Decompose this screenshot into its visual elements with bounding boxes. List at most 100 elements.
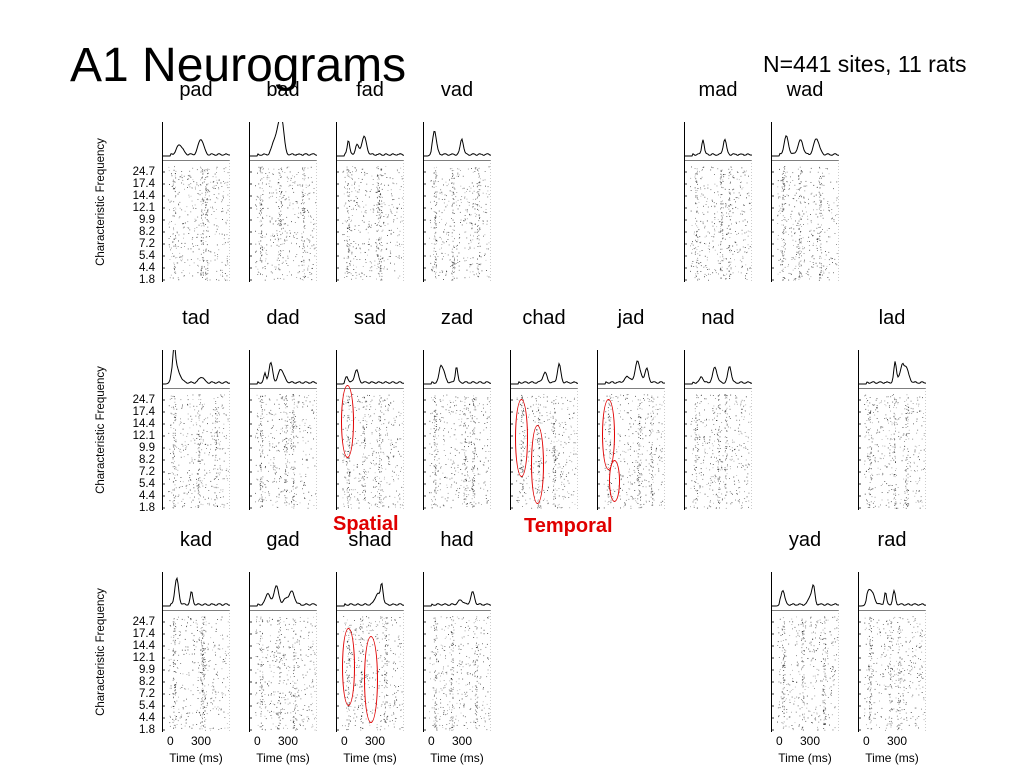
neurogram-plot bbox=[684, 350, 752, 510]
x-tick-label: 300 bbox=[887, 734, 907, 748]
neurogram-panel-yad: yad bbox=[771, 572, 839, 732]
y-tick-label: 4.4 bbox=[139, 490, 155, 502]
y-tick-label: 8.2 bbox=[139, 454, 155, 466]
neurogram-panel-gad: gad bbox=[249, 572, 317, 732]
y-tick-label: 24.7 bbox=[133, 394, 155, 406]
neurogram-plot bbox=[249, 350, 317, 510]
response-trace bbox=[162, 140, 230, 156]
neurogram-plot bbox=[771, 572, 839, 732]
x-tick-label: 300 bbox=[800, 734, 820, 748]
spike-raster bbox=[255, 394, 316, 509]
y-tick-label: 9.9 bbox=[139, 442, 155, 454]
response-trace bbox=[162, 350, 230, 384]
neurogram-plot bbox=[858, 350, 926, 510]
x-axis-label: Time (ms) bbox=[326, 751, 414, 765]
neurogram-panel-kad: kad bbox=[162, 572, 230, 732]
neurogram-plot bbox=[771, 122, 839, 282]
y-tick-label: 14.4 bbox=[133, 190, 155, 202]
x-tick-label: 0 bbox=[428, 734, 435, 748]
y-tick-label: 12.1 bbox=[133, 430, 155, 442]
response-trace bbox=[336, 370, 404, 384]
neurogram-plot bbox=[336, 122, 404, 282]
neurogram-panel-rad: rad bbox=[858, 572, 926, 732]
y-tick-label: 12.1 bbox=[133, 202, 155, 214]
neurogram-plot bbox=[162, 122, 230, 282]
neurogram-plot bbox=[423, 350, 491, 510]
neurogram-plot bbox=[684, 122, 752, 282]
neurogram-plot bbox=[162, 350, 230, 510]
y-tick-label: 17.4 bbox=[133, 406, 155, 418]
y-tick-label: 5.4 bbox=[139, 700, 155, 712]
x-axis-label: Time (ms) bbox=[848, 751, 936, 765]
response-trace bbox=[423, 132, 491, 157]
y-tick-label: 24.7 bbox=[133, 616, 155, 628]
y-tick-label: 14.4 bbox=[133, 640, 155, 652]
spike-raster bbox=[168, 394, 229, 508]
y-tick-label: 8.2 bbox=[139, 676, 155, 688]
response-trace bbox=[249, 363, 317, 384]
response-trace bbox=[858, 361, 926, 384]
y-tick-label: 24.7 bbox=[133, 166, 155, 178]
y-tick-label: 7.2 bbox=[139, 238, 155, 250]
neurogram-panel-tad: tad bbox=[162, 350, 230, 510]
spike-raster bbox=[429, 395, 490, 509]
y-tick-label: 7.2 bbox=[139, 688, 155, 700]
y-tick-label: 7.2 bbox=[139, 466, 155, 478]
x-tick-label: 300 bbox=[191, 734, 211, 748]
panel-label: had bbox=[403, 528, 511, 552]
spatial-oval-sad bbox=[341, 385, 354, 458]
spike-raster bbox=[690, 166, 751, 281]
response-trace bbox=[684, 140, 752, 157]
y-tick-label: 9.9 bbox=[139, 214, 155, 226]
temporal-oval-chad-2 bbox=[531, 425, 544, 504]
neurogram-panel-vad: vad bbox=[423, 122, 491, 282]
x-axis-label: Time (ms) bbox=[239, 751, 327, 765]
panel-label: lad bbox=[838, 306, 946, 330]
spatial-annotation: Spatial bbox=[333, 512, 399, 536]
neurogram-plot bbox=[249, 122, 317, 282]
spike-raster bbox=[429, 166, 490, 280]
y-axis-label: Characteristic Frequency bbox=[94, 350, 108, 510]
x-tick-label: 0 bbox=[167, 734, 174, 748]
response-trace bbox=[510, 364, 578, 384]
response-trace bbox=[162, 578, 230, 606]
response-trace bbox=[423, 365, 491, 384]
temporal-annotation: Temporal bbox=[524, 514, 613, 538]
spike-raster bbox=[255, 167, 316, 281]
spike-raster bbox=[777, 616, 838, 730]
y-tick-label: 9.9 bbox=[139, 664, 155, 676]
response-trace bbox=[249, 122, 317, 156]
neurogram-panel-lad: lad bbox=[858, 350, 926, 510]
x-tick-label: 0 bbox=[776, 734, 783, 748]
y-tick-label: 4.4 bbox=[139, 712, 155, 724]
neurogram-panel-pad: pad bbox=[162, 122, 230, 282]
x-tick-label: 300 bbox=[365, 734, 385, 748]
y-tick-label: 17.4 bbox=[133, 628, 155, 640]
neurogram-plot bbox=[249, 572, 317, 732]
y-tick-label: 17.4 bbox=[133, 178, 155, 190]
y-axis-label: Characteristic Frequency bbox=[94, 572, 108, 732]
panel-label: nad bbox=[664, 306, 772, 330]
x-tick-label: 300 bbox=[452, 734, 472, 748]
y-tick-label: 1.8 bbox=[139, 724, 155, 736]
neurogram-plot bbox=[162, 572, 230, 732]
y-tick-label: 4.4 bbox=[139, 262, 155, 274]
spike-raster bbox=[429, 616, 490, 731]
response-trace bbox=[336, 136, 404, 156]
panel-label: rad bbox=[838, 528, 946, 552]
spike-raster bbox=[168, 616, 229, 731]
neurogram-panel-dad: dad bbox=[249, 350, 317, 510]
spike-raster bbox=[777, 166, 838, 281]
y-tick-label: 14.4 bbox=[133, 418, 155, 430]
response-trace bbox=[858, 589, 926, 606]
spike-raster bbox=[864, 616, 925, 731]
neurogram-panel-fad: fad bbox=[336, 122, 404, 282]
spatial-oval-shad-2 bbox=[364, 636, 378, 723]
